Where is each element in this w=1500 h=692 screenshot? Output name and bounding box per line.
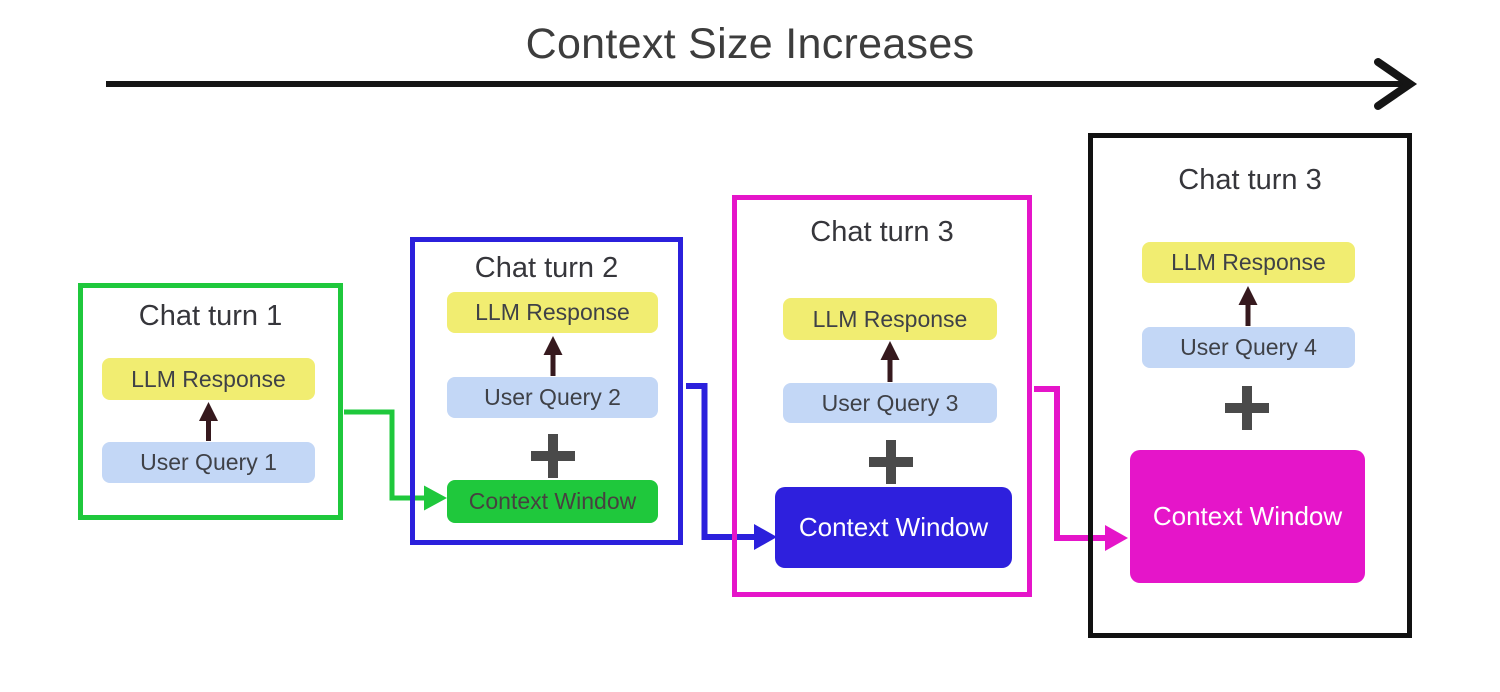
plus-icon: [869, 440, 913, 484]
chat-turn-3-box: Chat turn 3 LLM Response User Query 3 Co…: [732, 195, 1032, 597]
diagram-title: Context Size Increases: [525, 20, 975, 68]
llm-response-pill: LLM Response: [783, 298, 997, 340]
plus-icon: [1225, 386, 1269, 430]
user-query-pill: User Query 1: [102, 442, 315, 483]
arrowhead-icon: [1105, 525, 1128, 551]
up-arrow-icon: [543, 336, 563, 376]
context-size-arrow-icon: [106, 58, 1418, 110]
llm-response-pill: LLM Response: [447, 292, 658, 333]
up-arrow-icon: [880, 341, 900, 382]
llm-response-pill: LLM Response: [1142, 242, 1355, 283]
context-window-box: Context Window: [775, 487, 1012, 568]
context-window-box: Context Window: [1130, 450, 1365, 583]
chat-turn-4-box: Chat turn 3 LLM Response User Query 4 Co…: [1088, 133, 1412, 638]
llm-response-pill: LLM Response: [102, 358, 315, 400]
up-arrow-icon: [199, 402, 218, 441]
user-query-pill: User Query 4: [1142, 327, 1355, 368]
connector-turn3-to-turn4: [1034, 386, 1128, 551]
plus-icon: [531, 434, 575, 478]
chat-turn-2-box: Chat turn 2 LLM Response User Query 2 Co…: [410, 237, 683, 545]
chat-turn-3-title: Chat turn 3: [810, 216, 954, 248]
user-query-pill: User Query 2: [447, 377, 658, 418]
arrowhead-icon: [424, 485, 447, 511]
chat-turn-1-title: Chat turn 1: [138, 300, 283, 332]
arrowhead-icon: [754, 524, 777, 550]
connector-turn2-to-turn3: [686, 383, 777, 550]
chat-turn-4-title: Chat turn 3: [1178, 164, 1322, 196]
chat-turn-2-title: Chat turn 2: [474, 252, 619, 284]
context-window-box: Context Window: [447, 480, 658, 523]
chat-turn-1-box: Chat turn 1 LLM Response User Query 1: [78, 283, 343, 520]
up-arrow-icon: [1238, 286, 1258, 326]
user-query-pill: User Query 3: [783, 383, 997, 423]
